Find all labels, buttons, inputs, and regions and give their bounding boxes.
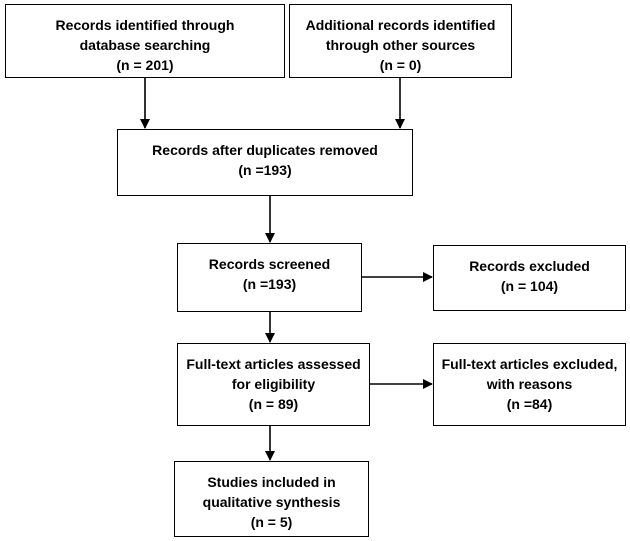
- box-fulltext-assessed: Full-text articles assessed for eligibil…: [177, 343, 370, 426]
- box-line: (n = 0): [379, 57, 422, 73]
- box-fulltext-excluded: Full-text articles excluded, with reason…: [433, 343, 626, 426]
- box-line: Studies included in: [207, 474, 336, 490]
- box-line: (n =193): [242, 276, 297, 292]
- box-line: (n = 201): [116, 57, 174, 73]
- box-line: (n = 104): [500, 278, 559, 294]
- box-line: Full-text articles assessed: [186, 356, 361, 372]
- box-line: database searching: [79, 37, 211, 53]
- box-additional-records-other-sources: Additional records identified through ot…: [289, 4, 512, 78]
- box-line: Records after duplicates removed: [152, 142, 378, 158]
- box-line: Records identified through: [55, 17, 235, 33]
- box-line: (n = 89): [248, 396, 299, 412]
- box-line: Full-text articles excluded,: [441, 356, 618, 372]
- box-records-screened: Records screened (n =193): [177, 243, 362, 312]
- box-line: through other sources: [325, 37, 476, 53]
- box-records-excluded: Records excluded (n = 104): [433, 245, 626, 311]
- box-line: qualitative synthesis: [202, 494, 341, 510]
- box-line: Records excluded: [469, 258, 590, 274]
- box-records-after-duplicates: Records after duplicates removed (n =193…: [117, 129, 413, 196]
- box-line: Additional records identified: [305, 17, 496, 33]
- box-line: with reasons: [486, 376, 573, 392]
- box-line: (n =193): [238, 162, 292, 178]
- box-line: Records screened: [208, 256, 331, 272]
- box-records-identified-database: Records identified through database sear…: [5, 4, 285, 78]
- box-line: (n = 5): [250, 514, 293, 530]
- box-line: (n =84): [506, 396, 553, 412]
- box-line: for eligibility: [231, 376, 316, 392]
- box-studies-included: Studies included in qualitative synthesi…: [174, 461, 369, 537]
